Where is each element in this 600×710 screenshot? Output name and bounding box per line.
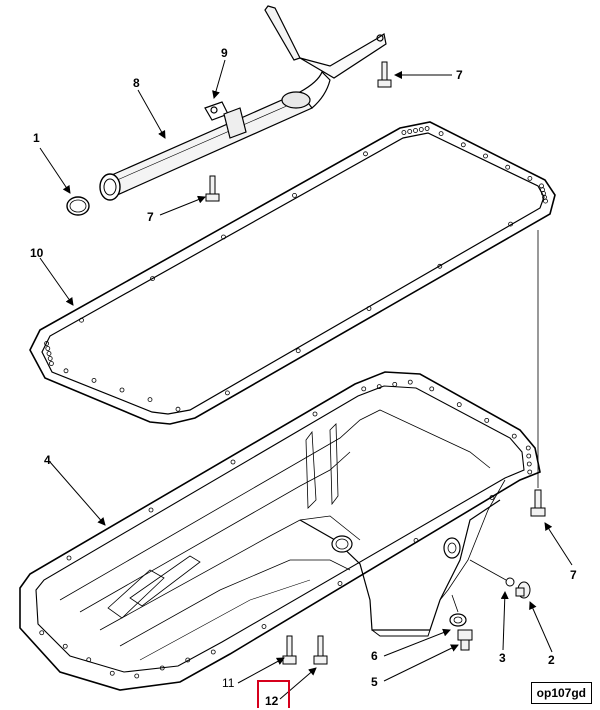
bolt-hole	[540, 187, 545, 193]
callout-7-clamp: 7	[147, 210, 154, 224]
bolt-hole	[49, 361, 54, 366]
bolt-hole	[539, 183, 544, 189]
bolt-hole	[91, 377, 97, 383]
bolt-11	[282, 635, 297, 665]
figure-reference-code: op107gd	[530, 682, 592, 704]
bolt-hole	[456, 402, 462, 408]
dipstick-tube	[99, 5, 387, 201]
callout-5: 5	[371, 675, 378, 689]
bolt-hole	[429, 386, 435, 392]
bolt-hole	[312, 411, 318, 417]
bolt-hole	[224, 390, 230, 396]
gasket-bolt-holes	[44, 126, 548, 412]
drain-plug-seal	[505, 577, 515, 587]
pan-flange-bolt-holes	[39, 379, 533, 679]
oil-pan-plug	[457, 629, 473, 651]
bolt-hole	[413, 538, 419, 543]
callout-4: 4	[44, 453, 51, 467]
callout-labels: 1 2 3 4 5 6 7 7 7 8 9 10 11 12	[30, 46, 577, 708]
bolt-hole	[148, 507, 154, 513]
bolt-hole	[424, 126, 430, 131]
bolt-hole	[45, 346, 51, 351]
bolt-pan-right	[530, 489, 546, 517]
bolt-hole	[363, 151, 368, 157]
bolt-upper-right	[377, 61, 392, 88]
bolt-hole	[407, 129, 413, 134]
o-ring	[66, 196, 90, 216]
bolt-hole	[361, 386, 367, 392]
bolt-hole	[39, 630, 45, 636]
bolt-hole	[407, 379, 413, 385]
bolt-hole	[511, 433, 517, 439]
bolt-tube-clamp	[205, 175, 220, 202]
bolt-hole	[44, 341, 49, 346]
oil-pan	[19, 371, 541, 691]
washer	[449, 613, 467, 627]
bolt-hole	[109, 670, 115, 676]
callout-12-highlight	[257, 680, 290, 708]
bolt-hole	[261, 624, 267, 629]
bolt-hole	[185, 657, 191, 663]
bolt-hole	[401, 130, 407, 135]
bolt-hole	[543, 198, 548, 204]
bolt-hole	[150, 276, 155, 282]
bolt-hole	[230, 459, 236, 465]
bolt-hole	[175, 406, 181, 412]
bolt-12	[313, 635, 328, 665]
bolt-hole	[438, 131, 444, 137]
callout-9: 9	[221, 46, 228, 60]
callout-3: 3	[499, 651, 506, 665]
bolt-hole	[47, 356, 53, 361]
callout-8: 8	[133, 76, 140, 90]
bolt-hole	[119, 387, 125, 393]
bolt-hole	[366, 306, 372, 311]
callout-7-pan: 7	[570, 568, 577, 582]
bolt-hole	[86, 657, 92, 663]
bolt-hole	[147, 397, 153, 403]
bolt-hole	[413, 128, 418, 133]
bolt-hole	[337, 581, 343, 586]
bolt-hole	[66, 555, 72, 561]
bolt-hole	[134, 673, 140, 679]
bolt-hole	[526, 453, 532, 459]
callout-12: 12	[265, 694, 279, 708]
bolt-hole	[295, 348, 301, 354]
bolt-hole	[159, 665, 165, 671]
bolt-hole	[460, 142, 466, 148]
bolt-hole	[489, 495, 495, 500]
bolt-hole	[526, 461, 532, 467]
bolt-hole	[527, 469, 533, 475]
callout-arrows	[39, 59, 573, 700]
bolt-hole	[63, 368, 69, 374]
bolt-hole	[292, 192, 297, 198]
bolt-hole	[210, 649, 216, 655]
bolt-hole	[437, 263, 443, 269]
callout-6: 6	[371, 649, 378, 663]
bolt-hole	[62, 643, 68, 649]
bolt-hole	[392, 381, 398, 387]
bolt-hole	[508, 221, 514, 227]
bolt-hole	[505, 164, 511, 170]
bolt-hole	[46, 351, 52, 356]
bolt-hole	[418, 127, 424, 132]
callout-10: 10	[30, 246, 44, 260]
bolt-hole	[483, 153, 488, 159]
bolt-hole	[525, 445, 531, 451]
bolt-hole	[79, 317, 84, 323]
bolt-hole	[527, 175, 533, 181]
bolt-hole	[484, 417, 490, 423]
callout-11: 11	[222, 676, 235, 690]
callout-7-top: 7	[456, 68, 463, 82]
callout-2: 2	[548, 653, 555, 667]
callout-1: 1	[33, 131, 40, 145]
bolt-hole	[376, 384, 382, 390]
bolt-hole	[221, 234, 226, 240]
drain-plug	[515, 581, 531, 599]
oil-pan-gasket	[29, 121, 556, 425]
